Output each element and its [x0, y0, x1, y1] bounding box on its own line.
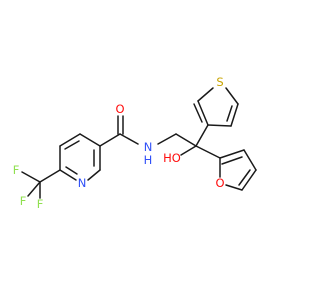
bonds — [21, 87, 257, 199]
bond-pyr-2b — [64, 140, 80, 150]
atom-labels: O N H N F F F S O HO — [13, 75, 225, 211]
bond-n-ch2 — [157, 133, 177, 145]
bond-c-f3 — [27, 181, 41, 197]
bond-pyr-5 — [87, 169, 101, 181]
bond-ring-cf3 — [39, 169, 61, 183]
bond-fur-3 — [241, 169, 257, 191]
atom-o-carbonyl: O — [115, 102, 124, 116]
atom-f2: F — [37, 197, 44, 211]
bond-fur-3b — [238, 169, 251, 186]
bond-pyr-2 — [59, 133, 81, 147]
atom-s-thiophene: S — [216, 75, 223, 89]
atom-h-amide: H — [144, 153, 153, 167]
bond-thio-4b — [226, 105, 233, 122]
bond-cq-thio — [195, 124, 209, 147]
bond-cq-oh — [180, 145, 197, 156]
bond-thio-2 — [197, 87, 214, 102]
bond-pyr-4b — [65, 166, 78, 175]
bond-thio-1b — [193, 103, 203, 123]
atom-ho: HO — [163, 151, 181, 165]
atom-f1: F — [13, 163, 20, 177]
atom-f3: F — [20, 194, 27, 208]
bond-ch2-cq — [175, 133, 197, 147]
bond-fur-4 — [225, 184, 243, 191]
bond-thio-3 — [225, 87, 239, 105]
bond-thio-1 — [197, 100, 209, 126]
bond-fur-1 — [219, 149, 245, 159]
bond-thio-4 — [230, 103, 239, 127]
bond-c-f1 — [21, 171, 41, 183]
bond-fur-1b — [221, 156, 243, 165]
bond-thio-5 — [207, 124, 232, 127]
bond-pyr-4 — [59, 169, 77, 181]
bond-pyr-1 — [79, 133, 101, 147]
molecule-structure: O N H N F F F S O HO — [13, 75, 257, 211]
bond-fur-2 — [243, 149, 257, 171]
bond-carbonyl-n — [119, 133, 139, 145]
atom-n-pyridine: N — [78, 176, 87, 190]
bond-ring-carbonyl — [99, 133, 121, 147]
atom-o-furan: O — [215, 176, 224, 190]
atom-n-amide: N — [144, 140, 153, 154]
bond-cq-furan — [195, 145, 221, 159]
